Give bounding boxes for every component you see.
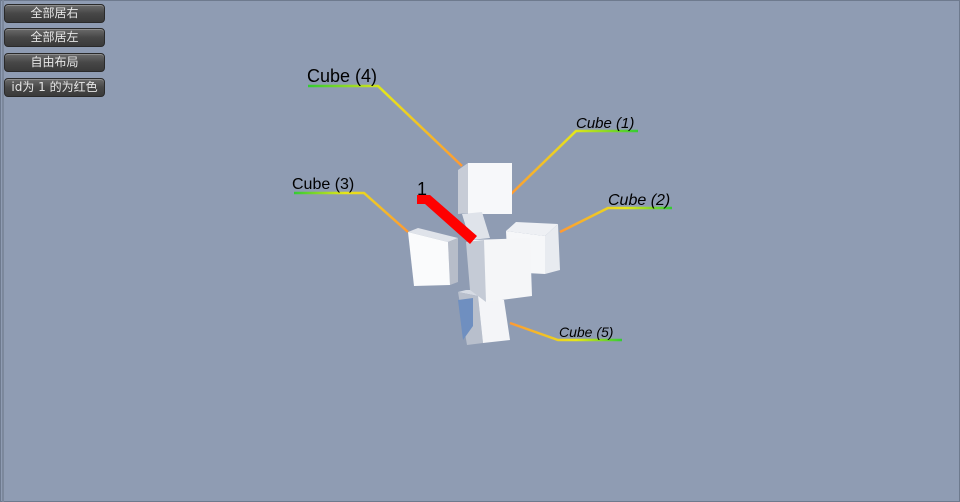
leader-line-cube1	[509, 129, 638, 196]
label-cube2: Cube (2)	[608, 192, 670, 209]
label-cube5: Cube (5)	[559, 324, 613, 340]
id-1-red-marker	[417, 195, 477, 244]
align-all-left-button[interactable]: 全部居左	[4, 28, 105, 47]
align-all-right-button[interactable]: 全部居右	[4, 4, 105, 23]
viewport-edge	[2, 0, 4, 502]
cube-5-model	[458, 290, 510, 345]
label-id-marker: 1	[417, 179, 427, 199]
cube-3-model	[408, 228, 458, 286]
id1-red-button[interactable]: id为 1 的为红色	[4, 78, 105, 97]
label-cube3: Cube (3)	[292, 176, 354, 193]
leader-line-cube5	[509, 321, 622, 342]
leader-line-cube3	[294, 191, 409, 233]
leader-line-cube4	[308, 84, 463, 167]
cube-1-model	[462, 212, 532, 302]
leader-line-cube2	[559, 206, 672, 234]
free-layout-button[interactable]: 自由布局	[4, 53, 105, 72]
label-cube4: Cube (4)	[307, 66, 377, 86]
cube-4-model	[458, 163, 512, 214]
label-cube1: Cube (1)	[576, 115, 634, 132]
